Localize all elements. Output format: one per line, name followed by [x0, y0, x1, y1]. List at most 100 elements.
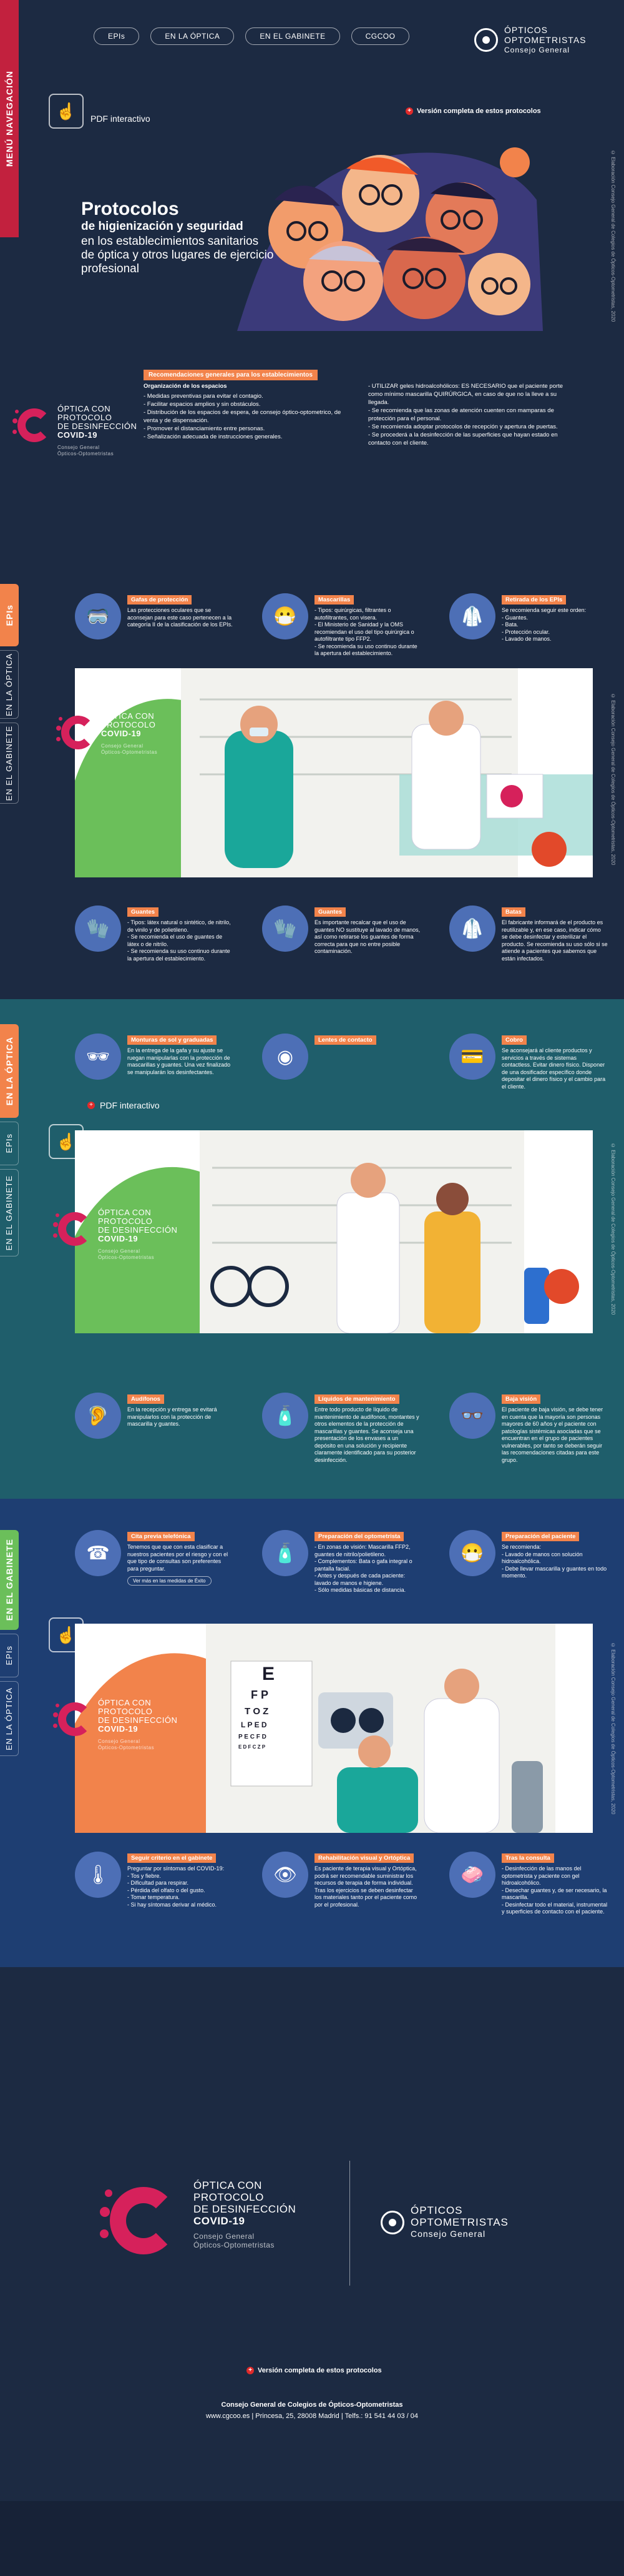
copyright-text: © Elaboración Consejo General de Colegio…: [610, 693, 616, 866]
copyright-text: © Elaboración Consejo General de Colegio…: [610, 150, 616, 322]
plus-icon: +: [246, 2367, 254, 2374]
side-tab-gabinete[interactable]: EN EL GABINETE: [0, 1169, 19, 1256]
covid-logo-small1: Consejo General: [193, 2232, 255, 2241]
covid-protocol-logo: ÓPTICA CON PROTOCOLO DE DESINFECCIÓN COV…: [53, 1699, 177, 1751]
optica-side-tabs: EN LA ÓPTICA EPIs EN EL GABINETE: [0, 1024, 21, 1260]
card-label: Batas: [502, 907, 525, 917]
therapy-icon: 👁: [262, 1852, 308, 1898]
side-tab-gabinete[interactable]: EN EL GABINETE: [0, 723, 19, 804]
covid-c-icon: [12, 405, 51, 443]
covid-logo-line1: ÓPTICA CON: [57, 404, 111, 413]
hero-illustration: [237, 147, 543, 331]
full-version-link[interactable]: + Versión completa de estos protocolos: [406, 107, 541, 115]
card-text: En la entrega de la gafa y su ajuste se …: [127, 1047, 231, 1075]
side-tab-optica[interactable]: EN LA ÓPTICA: [0, 1681, 19, 1756]
full-version-link[interactable]: + Versión completa de estos protocolos: [246, 2367, 382, 2374]
covid-logo-line1: ÓPTICA CON: [98, 1208, 152, 1217]
side-tab-gabinete[interactable]: EN EL GABINETE: [0, 1530, 19, 1630]
card-label: Cita previa telefónica: [127, 1532, 195, 1541]
menu-navigation-tab[interactable]: MENÚ NAVEGACIÓN: [0, 0, 19, 237]
covid-logo-line2: PROTOCOLO: [193, 2191, 264, 2203]
card-label: Tras la consulta: [502, 1853, 554, 1863]
covid-protocol-logo: ÓPTICA CON PROTOCOLO DE DESINFECCIÓN COV…: [12, 405, 137, 457]
gloves-icon: 🧤: [262, 906, 308, 952]
covid-logo-line2: PROTOCOLO: [98, 1707, 153, 1716]
covid-c-icon: [100, 2179, 262, 2342]
covid-logo-small1: Consejo General: [101, 743, 144, 749]
card-label: Mascarillas: [314, 595, 354, 605]
rec-item: - Promover el distanciamiento entre pers…: [144, 425, 265, 432]
card-payment-icon: 💳: [449, 1034, 495, 1080]
card-label: Cobro: [502, 1035, 527, 1045]
card-tras-consulta: 🧼 Tras la consulta- Desinfección de las …: [449, 1852, 608, 1916]
gown-icon: 🥼: [449, 593, 495, 639]
help-link[interactable]: Ver más en las medidas de Éxito: [127, 1576, 212, 1586]
side-tab-epis[interactable]: EPIs: [0, 1634, 19, 1677]
handwash-icon: 🧼: [449, 1852, 495, 1898]
covid-logo-line4: COVID-19: [98, 1234, 138, 1243]
nav-en-el-gabinete[interactable]: EN EL GABINETE: [245, 27, 340, 45]
footer-address: www.cgcoo.es | Princesa, 25, 28008 Madri…: [206, 2412, 418, 2420]
card-text: Preguntar por síntomas del COVID-19: - T…: [127, 1865, 225, 1908]
side-tab-label: EPIs: [4, 604, 14, 626]
svg-text:P E C F D: P E C F D: [238, 1734, 266, 1740]
brand-line2: OPTOMETRISTAS: [504, 35, 587, 45]
covid-logo-small2: Ópticos-Optometristas: [98, 1745, 155, 1750]
covid-logo-line3: DE DESINFECCIÓN: [98, 1715, 178, 1725]
brand-line3: Consejo General: [411, 2229, 486, 2239]
thermometer-icon: 🌡: [75, 1852, 121, 1898]
magnifier-glasses-icon: 👓: [449, 1393, 495, 1439]
svg-text:F P: F P: [251, 1689, 268, 1701]
full-version-label: Versión completa de estos protocolos: [258, 2367, 382, 2374]
side-tab-label: EN LA ÓPTICA: [4, 653, 14, 716]
brand-line3: Consejo General: [504, 46, 570, 54]
rec-item: - Se recomienda que las zonas de atenció…: [368, 407, 554, 422]
nav-epis[interactable]: EPIs: [94, 27, 140, 45]
pdf-interactive[interactable]: PDF interactivo: [90, 114, 150, 124]
footer-title: Consejo General de Colegios de Ópticos-O…: [221, 2401, 403, 2409]
brand-line1: ÓPTICOS: [411, 2204, 463, 2216]
side-tab-optica[interactable]: EN LA ÓPTICA: [0, 650, 19, 719]
covid-logo-line2: PROTOCOLO: [101, 720, 156, 729]
covid-logo-line3: DE DESINFECCIÓN: [57, 422, 137, 431]
patient-mask-icon: 😷: [449, 1530, 495, 1576]
plus-icon: +: [87, 1102, 95, 1109]
gown-icon: 🥼: [449, 906, 495, 952]
side-tab-optica[interactable]: EN LA ÓPTICA: [0, 1024, 19, 1118]
side-tab-epis[interactable]: EPIs: [0, 1122, 19, 1165]
pdf-interactive[interactable]: + PDF interactivo: [87, 1100, 160, 1110]
footer-section: ÓPTICA CON PROTOCOLO DE DESINFECCIÓN COV…: [0, 1967, 624, 2576]
copyright-text: © Elaboración Consejo General de Colegio…: [610, 1642, 616, 1815]
card-text: Se recomienda seguir este orden: - Guant…: [502, 607, 587, 642]
card-text: Se recomienda: - Lavado de manos con sol…: [502, 1544, 607, 1579]
card-label: Preparación del paciente: [502, 1532, 580, 1541]
epis-illustration: [75, 668, 593, 877]
epis-section: EPIs EN LA ÓPTICA EN EL GABINETE 🥽 Gafas…: [0, 550, 624, 999]
menu-navigation-label: MENÚ NAVEGACIÓN: [4, 71, 14, 167]
plus-icon: +: [406, 107, 413, 115]
covid-c-icon: [53, 1699, 92, 1737]
covid-protocol-logo: ÓPTICA CON PROTOCOLO COVID-19 Consejo Ge…: [56, 712, 157, 756]
card-label: Monturas de sol y graduadas: [127, 1035, 217, 1045]
card-text: Es paciente de terapia visual y Ortóptic…: [314, 1865, 417, 1908]
hero-title: Protocolos: [81, 199, 179, 219]
gabinete-illustration: E F P T O Z L P E D P E C F D E D F C Z …: [75, 1624, 593, 1833]
gabinete-side-tabs: EN EL GABINETE EPIs EN LA ÓPTICA: [0, 1530, 21, 1760]
side-tab-epis[interactable]: EPIs: [0, 584, 19, 646]
card-text: Se aconsejará al cliente productos y ser…: [502, 1047, 606, 1090]
card-text: - En zonas de visión: Mascarilla FFP2, g…: [314, 1544, 412, 1593]
svg-text:L P E D: L P E D: [241, 1720, 267, 1729]
covid-logo-line4: COVID-19: [193, 2215, 245, 2227]
nav-cgcoo[interactable]: CGCOO: [351, 27, 410, 45]
side-tab-label: EPIs: [4, 1646, 14, 1666]
card-label: Audífonos: [127, 1394, 164, 1404]
nav-en-la-optica[interactable]: EN LA ÓPTICA: [150, 27, 235, 45]
mask-icon: 😷: [262, 593, 308, 639]
hero-headline: Protocolos de higienización y seguridad …: [81, 200, 275, 276]
gloves-icon: 🧤: [75, 906, 121, 952]
